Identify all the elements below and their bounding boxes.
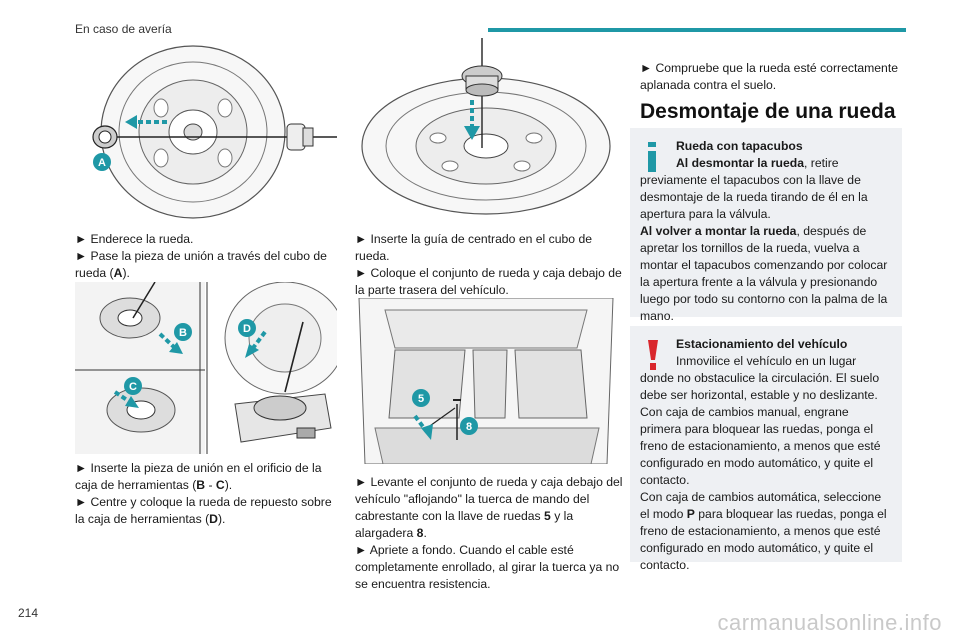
callout-c: C [129,381,137,393]
figure-wheel-hub: A [92,45,337,219]
callout-8: 8 [466,421,472,433]
callout-a: A [98,157,106,169]
warning-box-title: Estacionamiento del vehículo [676,337,848,351]
warning-box-p2: Con caja de cambios manual, engrane prim… [640,405,881,487]
col2-step1: ► Inserte la guía de centrado en el cubo… [355,232,593,263]
info-box-p2: Al volver a montar la rueda, después de … [640,224,888,323]
watermark: carmanualsonline.info [717,610,942,635]
section-heading: Desmontaje de una rueda [640,100,896,123]
info-icon [648,142,656,172]
info-box-title: Rueda con tapacubos [676,139,803,153]
col1-step4: ► Centre y coloque la rueda de repuesto … [75,495,332,526]
col1-step2: ► Pase la pieza de unión a través del cu… [75,249,327,280]
running-header: En caso de avería [75,22,172,36]
warning-exclamation-icon [648,340,658,370]
warning-box-parking: Estacionamiento del vehículo Inmovilice … [630,326,902,572]
col1-step1: ► Enderece la rueda. [75,232,194,246]
col2-steps-1: ► Inserte la guía de centrado en el cubo… [355,231,627,299]
callout-d: D [243,323,251,335]
info-box-hubcap: Rueda con tapacubos Al desmontar la rued… [630,128,902,323]
warning-box-p3: Con caja de cambios automática, seleccio… [640,490,887,572]
figure-toolbox: B C D [75,282,337,454]
callout-5: 5 [418,393,424,405]
header-rule [488,28,906,32]
col2-step2: ► Coloque el conjunto de rueda y caja de… [355,266,622,297]
figure-centering-guide [361,38,611,215]
info-box-p1: Al desmontar la rueda, retire previament… [640,156,868,221]
col2-step4: ► Apriete a fondo. Cuando el cable esté … [355,543,620,591]
col3-step1: ► Compruebe que la rueda esté correctame… [640,61,898,92]
figure-vehicle-trunk: 5 8 [358,298,614,464]
col1-step3: ► Inserte la pieza de unión en el orific… [75,461,322,492]
callout-b: B [179,327,187,339]
warning-box-p1: Inmovilice el vehículo en un lugar donde… [640,354,880,402]
col1-steps-2: ► Inserte la pieza de unión en el orific… [75,460,337,528]
col2-steps-2: ► Levante el conjunto de rueda y caja de… [355,474,627,593]
page-number: 214 [18,606,39,620]
col1-steps-1: ► Enderece la rueda. ► Pase la pieza de … [75,231,337,282]
col2-step3: ► Levante el conjunto de rueda y caja de… [355,475,623,540]
